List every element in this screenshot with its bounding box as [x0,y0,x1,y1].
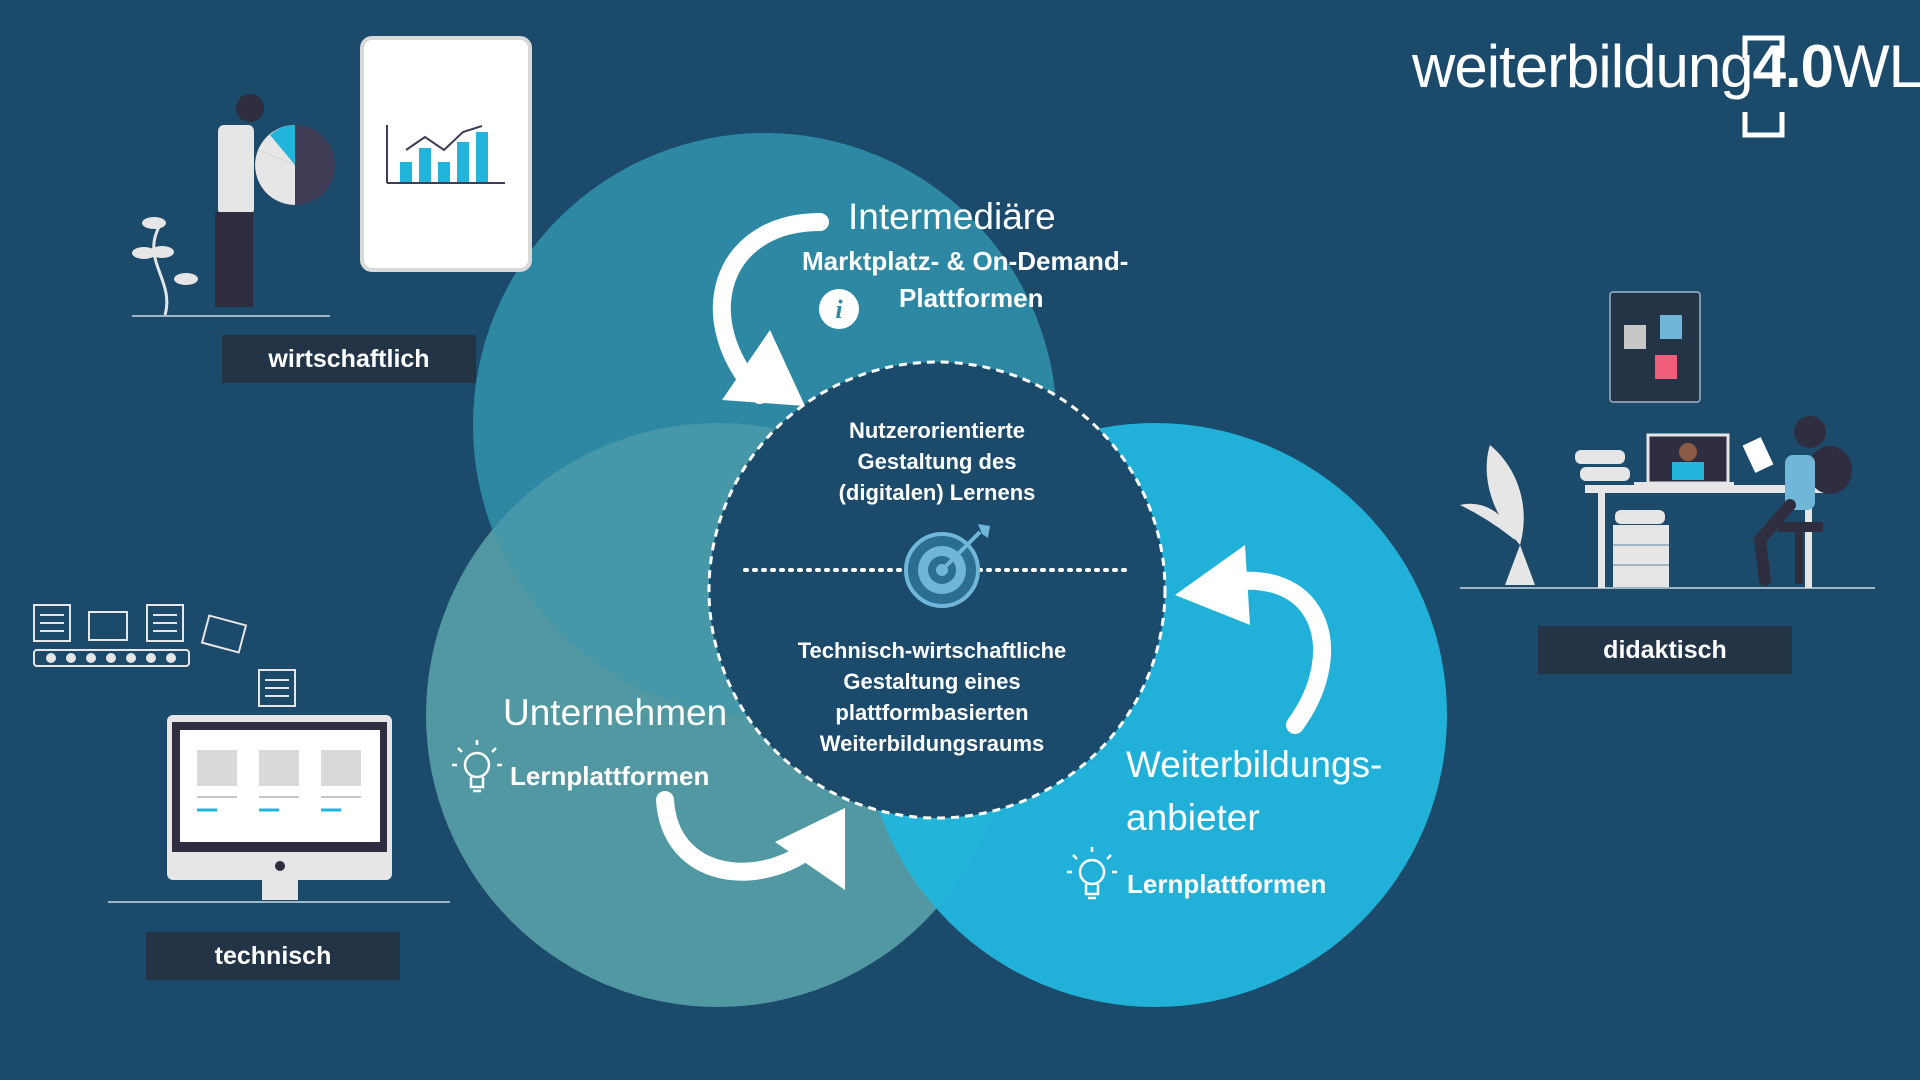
intermediaere-title: Intermediäre [848,196,1056,237]
weiterbildungsanbieter-title-line2: anbieter [1126,797,1260,838]
info-icon: i [819,289,859,329]
unternehmen-title: Unternehmen [503,692,728,733]
svg-text:i: i [835,295,843,324]
didaktisch-illustration [1460,291,1875,589]
wirtschaftlich-illustration [132,36,532,317]
technisch-illustration [33,604,450,903]
center-top-line3: (digitalen) Lernens [838,480,1036,505]
label-technisch: technisch [146,932,400,980]
lightbulb-icon [1067,847,1117,900]
center-bottom-text: Technisch-wirtschaftliche Gestaltung ein… [772,635,1092,759]
label-didaktisch: didaktisch [1538,626,1792,674]
unternehmen-subtitle: Lernplattformen [510,761,710,791]
label-wirtschaftlich: wirtschaftlich [222,335,476,383]
lightbulb-icon [452,740,502,793]
logo-bracket [1742,35,1785,138]
arrow-bottom [656,791,845,890]
center-bottom-line1: Technisch-wirtschaftliche [797,638,1067,663]
logo-weiterbildung40wl: weiterbildung4.0WL [1412,32,1920,101]
intermediaere-subtitle-line2: Plattformen [899,283,1044,313]
center-top-line1: Nutzerorientierte [848,418,1026,443]
center-bottom-line2: Gestaltung eines [843,669,1021,694]
center-bottom-line4: Weiterbildungsraums [819,731,1045,756]
center-bottom-line3: plattformbasierten [835,700,1029,725]
arrow-top-left [712,213,829,406]
center-top-line2: Gestaltung des [857,449,1017,474]
center-top-text: Nutzerorientierte Gestaltung des (digita… [787,415,1087,508]
weiterbildungsanbieter-title-line1: Weiterbildungs- [1126,744,1383,785]
target-arrow-icon [904,524,990,608]
arrow-right [1175,545,1332,734]
logo-part1: weiterbildung [1412,33,1754,100]
intermediaere-subtitle-line1: Marktplatz- & On-Demand- [802,246,1129,276]
weiterbildungsanbieter-subtitle: Lernplattformen [1127,869,1327,899]
logo-part2: 4.0 [1752,33,1834,100]
logo-part3: WL [1832,33,1920,100]
